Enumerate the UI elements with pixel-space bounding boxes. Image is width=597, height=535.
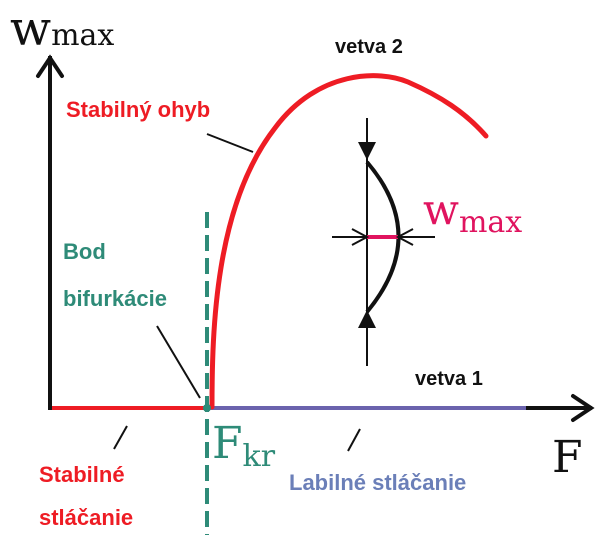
bifurcation-label-line-1: Bod [63,239,106,264]
unstable-compression-label: Labilné stláčanie [289,470,466,495]
stable-bending-label: Stabilný ohyb [66,97,210,122]
x-axis-arrow-icon [571,394,595,422]
bottom-force-arrow-icon [358,310,376,328]
stable-compression-label-line-1: Stabilné [39,462,125,487]
x-axis-label: F [552,432,583,483]
critical-force-label: Fkr [212,418,276,474]
buckled-column-inset [332,118,435,366]
inset-wmax-sub: max [459,205,522,240]
branch-2-label: vetva 2 [335,36,403,58]
top-force-arrow-icon [358,142,376,160]
right-deflection-arrow-icon [395,228,414,246]
stable-compression-label-line-2: stláčanie [39,505,133,530]
bifurcation-label-line-2: bifurkácie [63,286,167,311]
inset-wmax-main: w [423,185,459,234]
stable-bending-curve [209,73,489,410]
bifurcation-point [203,404,211,412]
bifurcation-pointer [156,325,201,399]
y-axis-label: wmax [10,1,114,57]
branch-1-label: vetva 1 [415,368,483,390]
critical-force-label-main: F [212,418,243,469]
y-axis-arrow-icon [36,54,64,78]
critical-force-label-sub: kr [243,439,276,474]
left-deflection-arrow-icon [351,228,370,246]
stable-compression-pointer [113,425,128,450]
stable-bending-pointer [206,133,254,153]
unstable-compression-pointer [347,428,361,452]
inset-wmax-label: wmax [423,185,522,240]
y-axis-label-main: w [10,1,51,57]
y-axis-label-sub: max [51,18,114,53]
